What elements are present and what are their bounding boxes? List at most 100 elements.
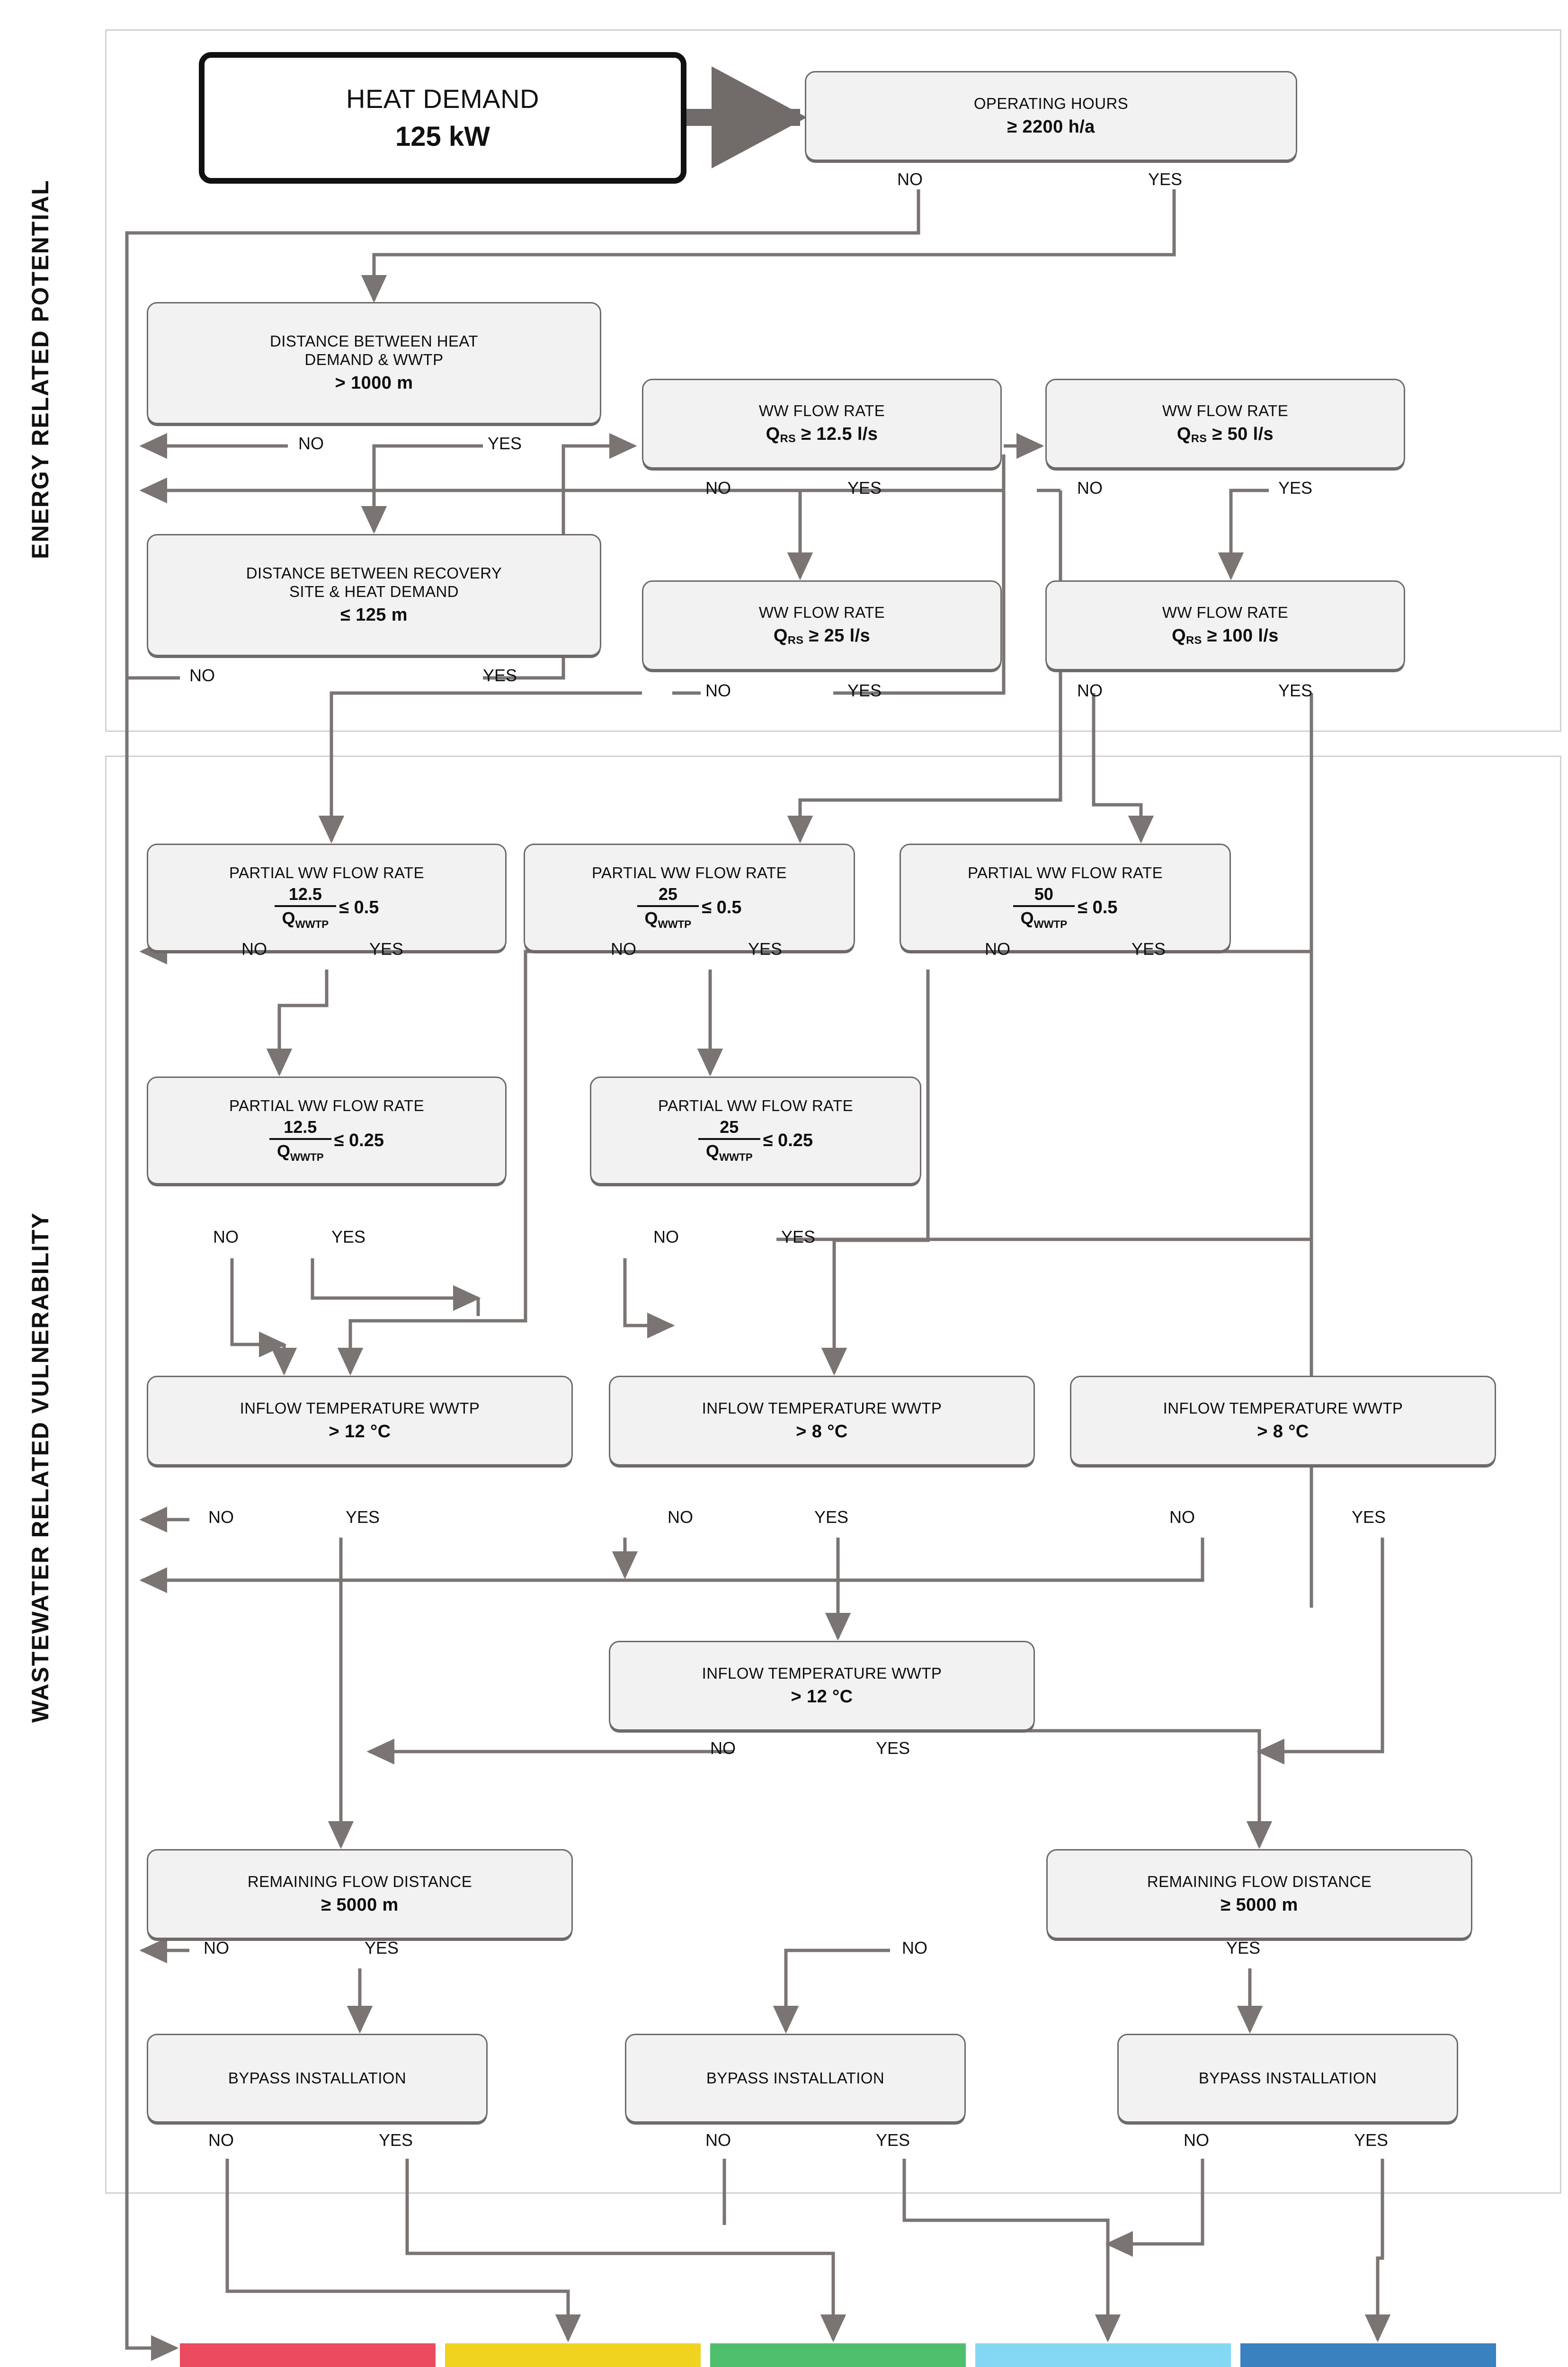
fraction-denominator-subscript: WWTP [1033,918,1068,931]
q-symbol: Q [773,625,788,646]
node-ww-flow-rate-50-line1: WW FLOW RATE [1162,402,1289,420]
start-node-line2: 125 kW [395,121,490,152]
node-partial-ww-50-05[interactable]: PARTIAL WW FLOW RATE 50 QWWTP ≤ 0.5 [900,844,1231,952]
branch-label-yes-ww-25: YES [847,681,882,700]
branch-label-no-operating-hours: NO [897,169,923,189]
start-node-line1: HEAT DEMAND [346,84,539,114]
node-inflow-temperature-8-middle-line2: > 8 °C [796,1421,848,1442]
start-node-heat-demand[interactable]: HEAT DEMAND 125 kW [199,52,686,184]
node-ww-flow-rate-25-line1: WW FLOW RATE [758,604,885,622]
fraction-numerator: 50 [1034,884,1053,904]
section-title-energy: ENERGY RELATED POTENTIAL [27,179,53,559]
branch-label-no-inflow-12-middle: NO [710,1738,736,1758]
node-ww-flow-rate-100-line2: QRS ≥ 100 l/s [1172,625,1279,647]
node-bypass-installation-2[interactable]: BYPASS INSTALLATION [625,2034,966,2123]
node-bypass-installation-1[interactable]: BYPASS INSTALLATION [147,2034,488,2123]
branch-label-no-bypass-2: NO [705,2130,731,2150]
node-inflow-temperature-8-right-line2: > 8 °C [1257,1421,1309,1442]
branch-label-no-ww-25: NO [705,681,731,700]
branch-label-yes-bypass-2: YES [876,2130,910,2150]
node-partial-ww-50-05-line1: PARTIAL WW FLOW RATE [968,864,1163,882]
result-suitable[interactable]: suitable [710,2343,966,2367]
node-bypass-installation-1-line1: BYPASS INSTALLATION [228,2069,407,2087]
branch-label-yes-bypass-3: YES [1354,2130,1389,2150]
fraction-denominator: QWWTP [269,1138,331,1164]
result-most-suitable[interactable]: most suitable [1240,2343,1496,2367]
fraction-operator: ≤ 0.25 [763,1130,813,1151]
node-operating-hours-line2: ≥ 2200 h/a [1007,116,1095,137]
node-partial-ww-12-5-05[interactable]: PARTIAL WW FLOW RATE 12.5 QWWTP ≤ 0.5 [147,844,507,952]
result-less-suitable[interactable]: less suitable [445,2343,701,2367]
branch-label-no-pww-25-025: NO [653,1227,679,1246]
node-distance-recoverysite-heatdemand[interactable]: DISTANCE BETWEEN RECOVERY SITE & HEAT DE… [147,534,601,656]
fraction-operator: ≤ 0.5 [702,898,742,918]
fraction-12-5-05: 12.5 QWWTP ≤ 0.5 [274,884,379,931]
branch-label-yes-pww-50-05: YES [1131,939,1166,959]
node-remaining-flow-distance-right[interactable]: REMAINING FLOW DISTANCE ≥ 5000 m [1046,1849,1472,1939]
node-ww-flow-rate-100-value: ≥ 100 l/s [1207,625,1279,646]
node-inflow-temperature-12-middle[interactable]: INFLOW TEMPERATURE WWTP > 12 °C [609,1641,1035,1731]
node-operating-hours[interactable]: OPERATING HOURS ≥ 2200 h/a [805,71,1297,161]
branch-label-no-ww-12-5: NO [705,478,731,498]
node-partial-ww-12-5-025-line1: PARTIAL WW FLOW RATE [229,1097,424,1115]
branch-label-yes-inflow-12-left: YES [346,1507,380,1527]
fraction-denominator: QWWTP [698,1138,760,1164]
result-not-suitable[interactable]: not suitable [180,2343,436,2367]
node-partial-ww-25-025[interactable]: PARTIAL WW FLOW RATE 25 QWWTP ≤ 0.25 [590,1077,921,1184]
node-distance-heatdemand-wwtp-line1: DISTANCE BETWEEN HEAT [270,332,478,350]
node-bypass-installation-3[interactable]: BYPASS INSTALLATION [1117,2034,1458,2123]
fraction-operator: ≤ 0.5 [1078,898,1118,918]
branch-label-no-pww-12-5-05: NO [241,939,267,959]
node-inflow-temperature-8-right[interactable]: INFLOW TEMPERATURE WWTP > 8 °C [1070,1376,1496,1466]
branch-label-no-inflow-8-middle: NO [668,1507,693,1527]
fraction-denominator-subscript: WWTP [719,1151,753,1164]
branch-label-yes-ww-12-5: YES [847,478,882,498]
fraction-denominator: QWWTP [637,905,699,931]
node-ww-flow-rate-50[interactable]: WW FLOW RATE QRS ≥ 50 l/s [1045,379,1405,469]
branch-label-no-rfd-right: NO [902,1938,927,1958]
node-ww-flow-rate-25[interactable]: WW FLOW RATE QRS ≥ 25 l/s [642,580,1002,670]
branch-label-yes-pww-25-025: YES [781,1227,816,1246]
branch-label-no-dist-hd-wwtp: NO [298,434,324,453]
node-ww-flow-rate-25-line2: QRS ≥ 25 l/s [774,625,870,647]
branch-label-yes-ww-50: YES [1278,478,1313,498]
branch-label-yes-rfd-left: YES [365,1938,399,1958]
result-very-suitable[interactable]: very suitable [975,2343,1231,2367]
fraction-denominator: QWWTP [1013,905,1075,931]
node-distance-recoverysite-heatdemand-line1: DISTANCE BETWEEN RECOVERY [246,564,502,582]
node-remaining-flow-distance-left-line1: REMAINING FLOW DISTANCE [247,1872,472,1890]
node-distance-heatdemand-wwtp[interactable]: DISTANCE BETWEEN HEAT DEMAND & WWTP > 10… [147,302,601,424]
node-remaining-flow-distance-left-line2: ≥ 5000 m [321,1895,399,1915]
node-distance-heatdemand-wwtp-line2: > 1000 m [335,373,413,393]
branch-label-no-inflow-12-left: NO [208,1507,234,1527]
node-ww-flow-rate-12-5[interactable]: WW FLOW RATE QRS ≥ 12.5 l/s [642,379,1002,469]
node-distance-recoverysite-heatdemand-line1b: SITE & HEAT DEMAND [289,583,459,601]
branch-label-yes-ww-100: YES [1278,681,1313,700]
q-symbol: Q [766,424,780,444]
section-frame-wastewater [105,756,1561,2194]
fraction-numerator: 12.5 [284,1117,317,1137]
node-inflow-temperature-8-middle-line1: INFLOW TEMPERATURE WWTP [702,1399,942,1417]
fraction-numerator: 25 [658,884,677,904]
node-ww-flow-rate-50-line2: QRS ≥ 50 l/s [1177,424,1274,445]
node-partial-ww-25-05[interactable]: PARTIAL WW FLOW RATE 25 QWWTP ≤ 0.5 [524,844,855,952]
q-subscript: RS [1186,634,1202,647]
branch-label-yes-pww-25-05: YES [748,939,783,959]
fraction-denominator-symbol: Q [276,1141,290,1161]
fraction-denominator-symbol: Q [644,908,658,928]
node-ww-flow-rate-100[interactable]: WW FLOW RATE QRS ≥ 100 l/s [1045,580,1405,670]
node-inflow-temperature-12-middle-line1: INFLOW TEMPERATURE WWTP [702,1664,942,1682]
node-partial-ww-12-5-025[interactable]: PARTIAL WW FLOW RATE 12.5 QWWTP ≤ 0.25 [147,1077,507,1184]
branch-label-no-pww-12-5-025: NO [213,1227,239,1246]
node-partial-ww-25-025-line1: PARTIAL WW FLOW RATE [658,1097,853,1115]
node-inflow-temperature-8-middle[interactable]: INFLOW TEMPERATURE WWTP > 8 °C [609,1376,1035,1466]
branch-label-yes-inflow-8-middle: YES [814,1507,849,1527]
node-remaining-flow-distance-left[interactable]: REMAINING FLOW DISTANCE ≥ 5000 m [147,1849,573,1939]
branch-label-yes-rfd-right: YES [1226,1938,1261,1958]
fraction-denominator-subscript: WWTP [290,1151,324,1164]
branch-label-yes-dist-hd-wwtp: YES [488,434,522,453]
node-inflow-temperature-12-left[interactable]: INFLOW TEMPERATURE WWTP > 12 °C [147,1376,573,1466]
node-inflow-temperature-12-left-line2: > 12 °C [329,1421,391,1442]
node-ww-flow-rate-12-5-line1: WW FLOW RATE [758,402,885,420]
